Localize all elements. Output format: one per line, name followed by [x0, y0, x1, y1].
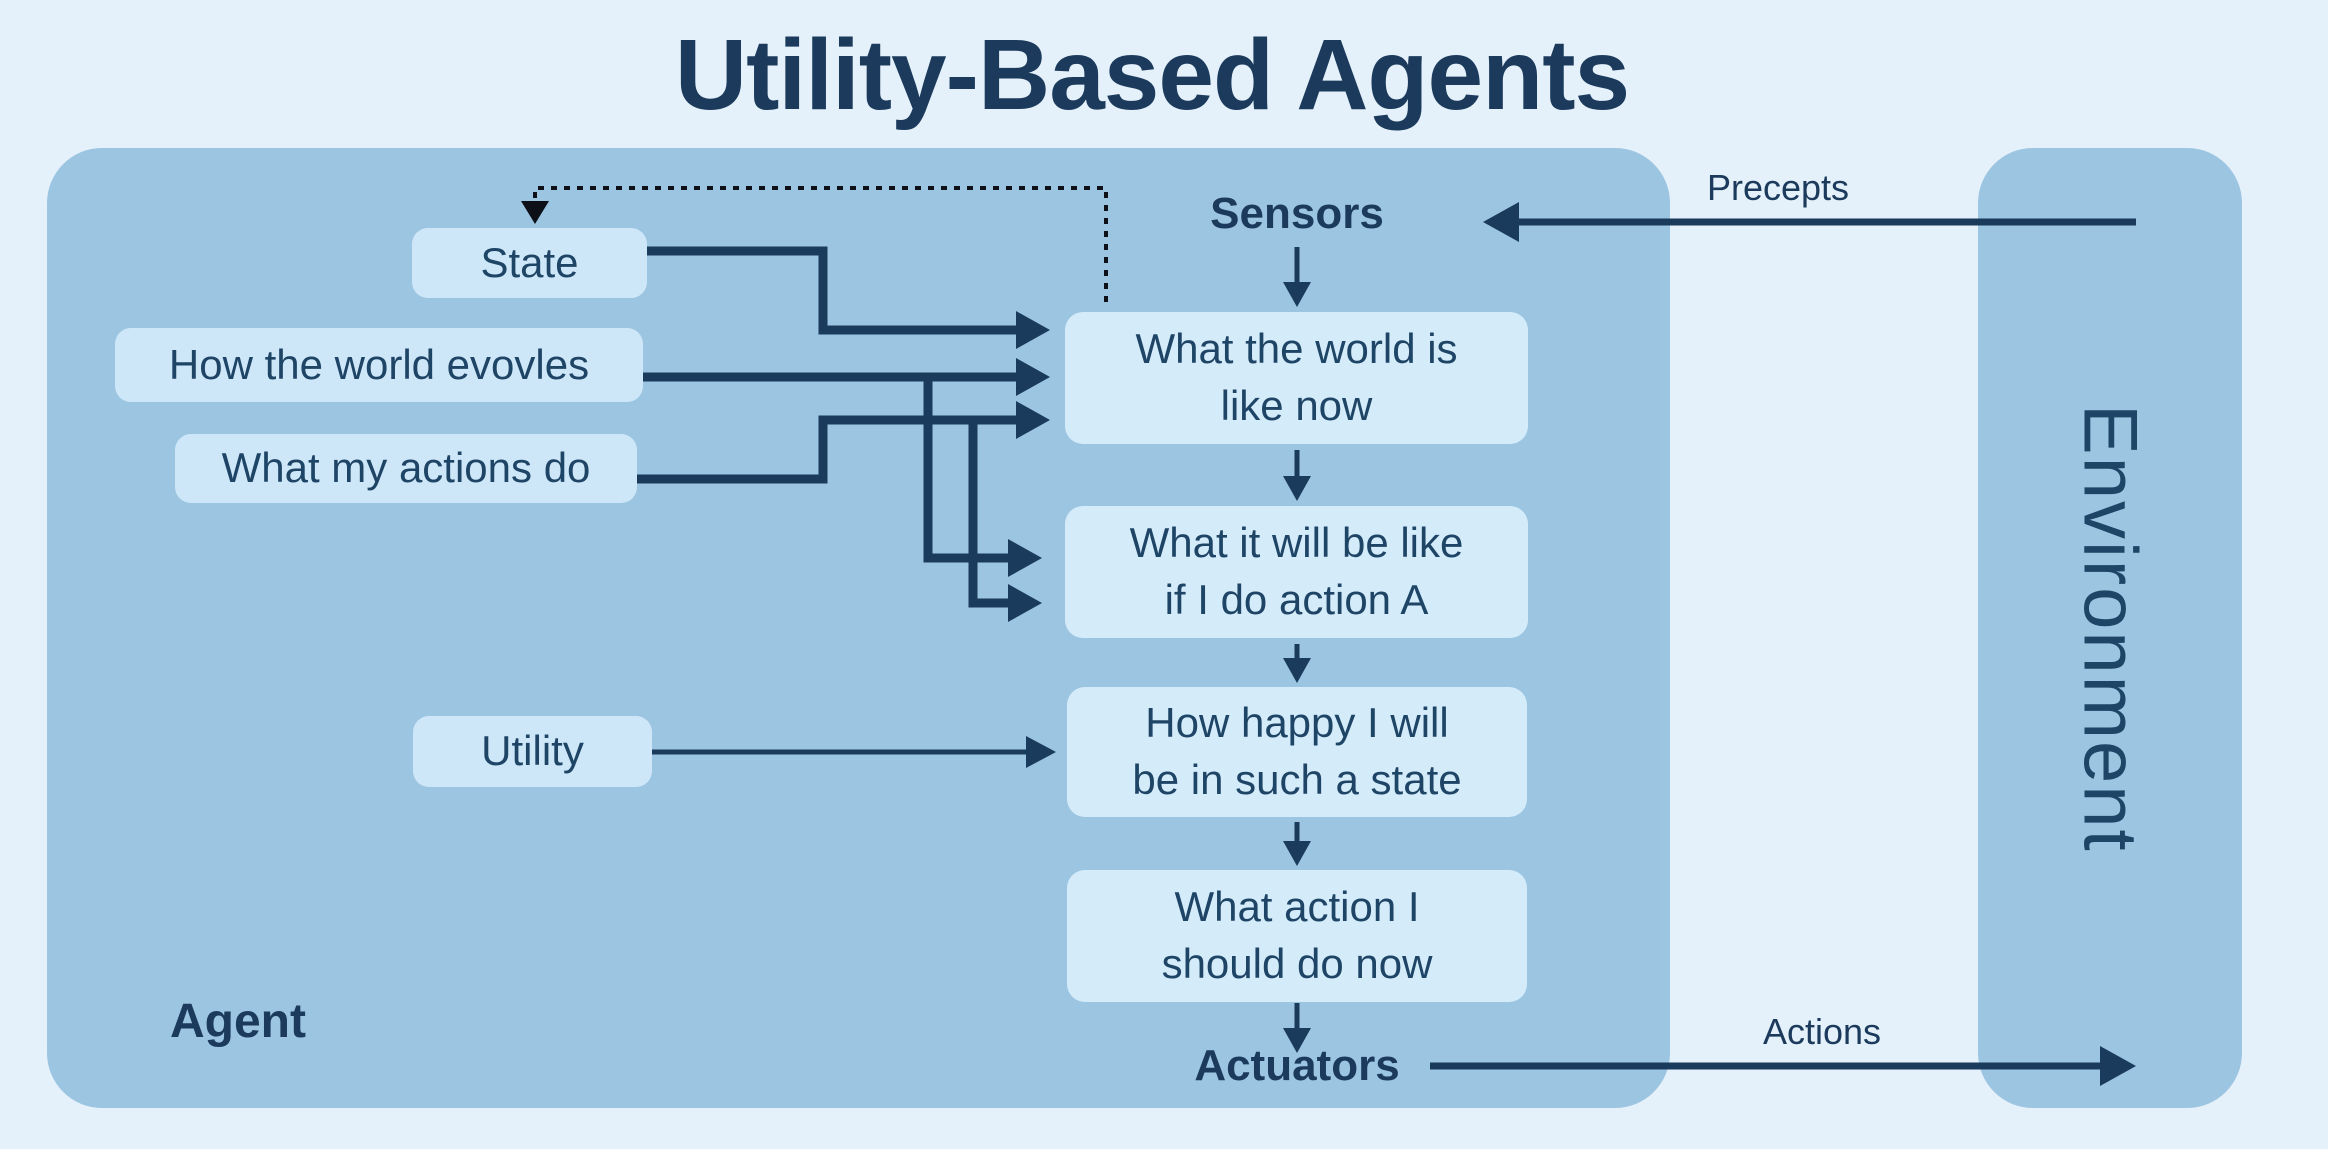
page-title: Utility-Based Agents	[674, 19, 1630, 131]
state-box: State	[412, 228, 647, 298]
actuators-label: Actuators	[1194, 1041, 1400, 1090]
agent-label: Agent	[170, 995, 306, 1048]
environment-container	[1978, 148, 2242, 1108]
environment-label: Environment	[2067, 403, 2153, 853]
world-now-box: What the world is like now	[1065, 312, 1528, 444]
world-evolves-box: How the world evovles	[115, 328, 643, 402]
what-my-actions-do-box: What my actions do	[175, 434, 637, 503]
world-future-box: What it will be like if I do action A	[1065, 506, 1528, 638]
happiness-box: How happy I will be in such a state	[1067, 687, 1527, 817]
utility-box: Utility	[413, 716, 652, 787]
actions-label: Actions	[1762, 1011, 1882, 1052]
action-choice-box: What action I should do now	[1067, 870, 1527, 1002]
precepts-label: Precepts	[1706, 167, 1850, 208]
sensors-label: Sensors	[1210, 189, 1384, 238]
